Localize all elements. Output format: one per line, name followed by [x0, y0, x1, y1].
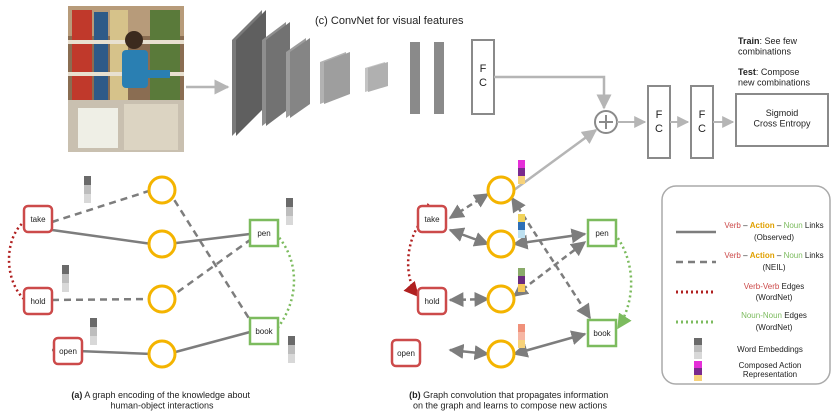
test-text: Test: Compose new combinations — [738, 67, 811, 87]
legend-observed: Verb – Action – Noun Links — [724, 221, 823, 230]
graph-a-caption-text: A graph encoding of the knowledge about — [82, 390, 250, 400]
convnet-title: (c) ConvNet for visual features — [315, 15, 464, 27]
graph-a-verb-take-label: take — [30, 215, 46, 224]
text-line: F — [656, 109, 663, 121]
legend-observed-noun: Noun — [784, 221, 803, 230]
graph-b-noun-pen — [586, 218, 618, 248]
legend-noun-noun-sub: (WordNet) — [756, 323, 793, 332]
legend-observed-suffix: Links — [803, 221, 824, 230]
graph-b-noun-book — [586, 318, 618, 348]
text-line: human-object interactions — [110, 400, 214, 410]
graph-b-verb-hold — [416, 286, 448, 316]
text-line: F — [699, 109, 706, 121]
graph-a-noun-book-label: book — [255, 327, 273, 336]
legend-verb-verb-suffix: Edges — [779, 282, 804, 291]
text-line: Composed Action — [739, 361, 802, 370]
legend-neil-noun: Noun — [784, 251, 803, 260]
legend-observed-action: Action — [750, 221, 775, 230]
text-line: F — [480, 63, 487, 75]
text-line: C — [655, 123, 663, 135]
legend-noun-noun-suffix: Edges — [782, 311, 807, 320]
legend-neil-sub: (NEIL) — [762, 263, 785, 272]
graph-a-verb-take — [22, 204, 54, 234]
legend-verb-verb: Verb-Verb Edges — [744, 282, 804, 291]
plus-icon — [594, 110, 618, 134]
legend-verb-verb-sub: (WordNet) — [756, 293, 793, 302]
legend-observed-verb: Verb — [724, 221, 741, 230]
test-bold: Test — [738, 67, 756, 77]
legend-word-embeddings: Word Embeddings — [737, 345, 803, 354]
graph-b-caption: (b) Graph convolution that propagates in… — [409, 390, 611, 410]
graph-a-caption: (a) A graph encoding of the knowledge ab… — [71, 390, 252, 410]
graph-b-verb-hold-label: hold — [424, 297, 439, 306]
text-line: C — [479, 77, 487, 89]
graph-a-noun-pen-label: pen — [257, 229, 270, 238]
graph-b-verb-open-label: open — [397, 349, 415, 358]
graph-a-verb-hold — [22, 286, 54, 316]
loss-box — [735, 93, 829, 147]
graph-b-caption-text: Graph convolution that propagates inform… — [421, 390, 609, 400]
legend-observed-sub: (Observed) — [754, 233, 794, 242]
graph-b-verb-take-label: take — [424, 215, 440, 224]
text-line: Representation — [743, 370, 797, 379]
legend-noun-noun: Noun-Noun Edges — [741, 311, 807, 320]
text-line: new combinations — [738, 77, 811, 87]
legend-neil-verb: Verb — [724, 251, 741, 260]
graph-a — [7, 175, 296, 369]
fc-to-plus-arrow — [494, 75, 612, 110]
train-text: Train: See few combinations — [738, 36, 800, 56]
graph-b-caption-bold: (b) — [409, 390, 421, 400]
text-line: Sigmoid — [766, 108, 799, 118]
legend-neil: Verb – Action – Noun Links — [724, 251, 823, 260]
train-desc: : See few — [760, 36, 798, 46]
train-bold: Train — [738, 36, 760, 46]
legend-verb-verb-label: Verb-Verb — [744, 282, 780, 291]
input-photo — [68, 6, 184, 152]
legend-box — [661, 185, 831, 385]
legend-neil-suffix: Links — [803, 251, 824, 260]
graph-a-noun-pen — [248, 218, 280, 248]
graph-a-verb-hold-label: hold — [30, 297, 45, 306]
graph-a-caption-bold: (a) — [71, 390, 82, 400]
graph-a-noun-book — [248, 316, 280, 346]
convnet-blocks — [232, 10, 444, 136]
legend-neil-action: Action — [750, 251, 775, 260]
graph-b — [403, 128, 633, 369]
graph-b-verb-take — [416, 204, 448, 234]
graph-b-noun-book-label: book — [593, 329, 611, 338]
text-line: on the graph and learns to compose new a… — [413, 400, 608, 410]
legend-composed-icon — [694, 361, 702, 381]
text-line: combinations — [738, 46, 792, 56]
text-line: Cross Entropy — [753, 118, 811, 128]
graph-a-verb-open-label: open — [59, 347, 77, 356]
legend-word-embedding-icon — [694, 338, 702, 359]
legend-noun-noun-label: Noun-Noun — [741, 311, 782, 320]
text-line: C — [698, 123, 706, 135]
test-desc: : Compose — [756, 67, 800, 77]
graph-b-verb-open — [390, 338, 422, 368]
graph-a-verb-open — [52, 336, 84, 366]
graph-b-noun-pen-label: pen — [595, 229, 608, 238]
